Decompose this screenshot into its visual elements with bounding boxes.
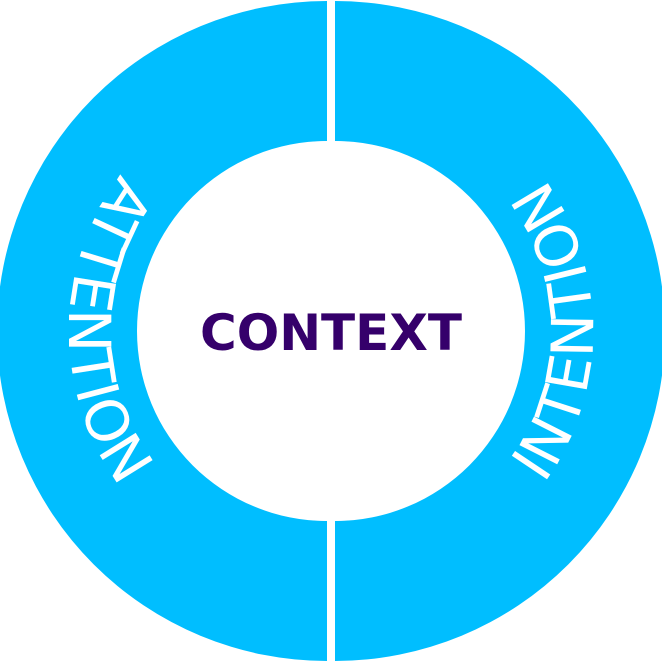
- left-segment: [0, 1, 327, 661]
- right-segment: [335, 1, 662, 661]
- context-label: CONTEXT: [200, 304, 462, 362]
- center-circle: [141, 141, 521, 521]
